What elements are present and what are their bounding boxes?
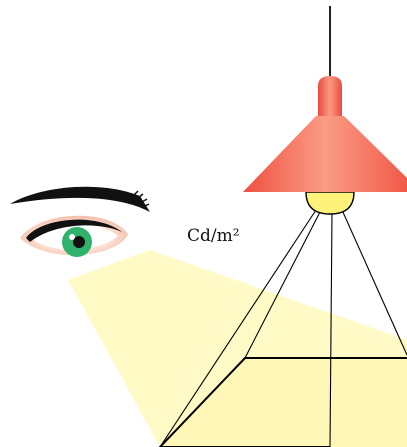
pendant-lamp <box>243 6 407 214</box>
luminance-unit-label: Cd/m² <box>187 228 240 245</box>
lamp-cap <box>318 76 342 118</box>
eye <box>10 187 150 257</box>
lamp-bulb <box>306 192 354 214</box>
lamp-shade <box>243 116 407 192</box>
eyebrow <box>10 187 150 212</box>
